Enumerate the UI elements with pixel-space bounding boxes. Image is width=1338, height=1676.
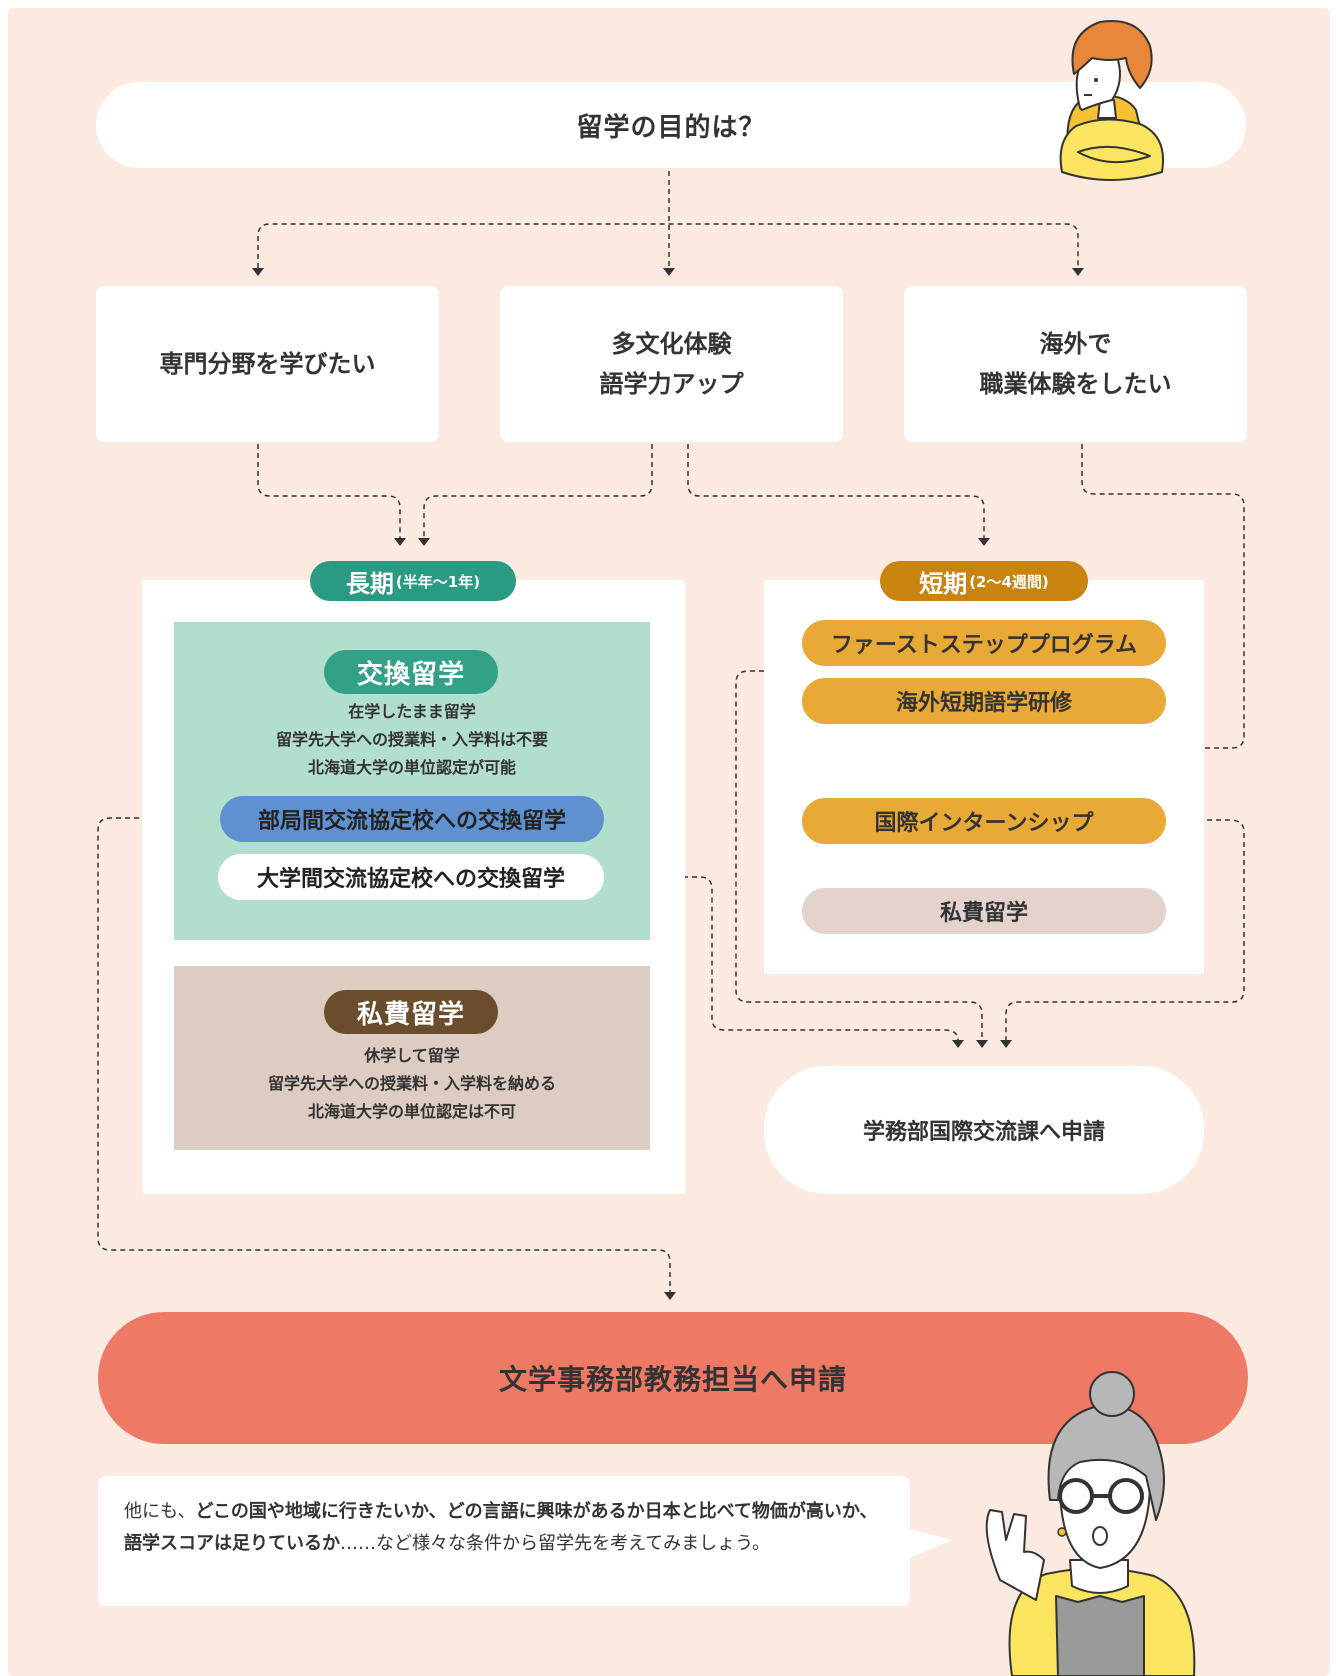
purpose-specialty: 専門分野を学びたい xyxy=(96,286,439,442)
arrowhead xyxy=(664,1292,676,1300)
private-long-badge: 私費留学 xyxy=(324,990,498,1034)
long-term-tag: 長期(半年〜1年) xyxy=(310,561,516,601)
private-long-description: 休学して留学 留学先大学への授業料・入学料を納める 北海道大学の単位認定は不可 xyxy=(267,1046,556,1121)
purpose-career: 海外で 職業体験をしたい xyxy=(904,286,1247,442)
short-term-label: 短期 xyxy=(919,569,968,598)
arrowhead xyxy=(1000,1040,1012,1048)
purpose-question: 留学の目的は？ xyxy=(96,82,1246,168)
long-term-period: (半年〜1年) xyxy=(395,572,481,591)
apply-international-office: 学務部国際交流課へ申請 xyxy=(764,1066,1204,1194)
short-term-period: (2〜4週間) xyxy=(969,572,1049,591)
department-exchange-option[interactable]: 部局間交流協定校への交換留学 xyxy=(220,796,604,842)
connector-university-exchange-to-apply xyxy=(602,876,959,1041)
long-term-label: 長期 xyxy=(345,569,394,598)
note-suffix: ……など様々な条件から留学先を考えてみましょう。 xyxy=(340,1533,771,1554)
arrowhead xyxy=(394,538,406,546)
university-exchange-option[interactable]: 大学間交流協定校への交換留学 xyxy=(218,854,604,900)
connector-culture-to-short xyxy=(687,444,985,538)
exchange-description: 在学したまま留学 留学先大学への授業料・入学料は不要 北海道大学の単位認定が可能 xyxy=(275,702,548,777)
apply-letters-office: 文学事務部教務担当へ申請 xyxy=(98,1312,1248,1444)
arrowhead xyxy=(252,268,264,276)
connector-branch xyxy=(257,223,1079,268)
connector-department-exchange-to-letters xyxy=(97,817,671,1292)
short-term-tag: 短期(2〜4週間) xyxy=(880,561,1088,601)
first-step-program[interactable]: ファーストステッププログラム xyxy=(802,620,1166,666)
international-internship[interactable]: 国際インターンシップ xyxy=(802,798,1166,844)
connector-specialty-to-long xyxy=(257,444,401,538)
short-language-training[interactable]: 海外短期語学研修 xyxy=(802,678,1166,724)
arrowhead xyxy=(976,1040,988,1048)
arrowhead xyxy=(1072,268,1084,276)
connector-internship-to-apply xyxy=(1005,819,1245,1040)
advice-note: 他にも、どこの国や地域に行きたいか、どの言語に興味があるか日本と比べて物価が高い… xyxy=(98,1476,910,1606)
arrowhead xyxy=(952,1040,964,1048)
connector-programs-to-apply xyxy=(735,670,983,1040)
exchange-badge: 交換留学 xyxy=(324,650,498,694)
note-emphasis: どこの国や地域に行きたいか、どの言語に興味があるか日本と比べて物価が高いか、語学… xyxy=(124,1501,878,1554)
arrowhead xyxy=(978,538,990,546)
arrowhead xyxy=(663,268,675,276)
private-short-option[interactable]: 私費留学 xyxy=(802,888,1166,934)
purpose-culture-language: 多文化体験 語学力アップ xyxy=(500,286,843,442)
note-prefix: 他にも、 xyxy=(124,1501,196,1522)
arrowhead xyxy=(418,538,430,546)
